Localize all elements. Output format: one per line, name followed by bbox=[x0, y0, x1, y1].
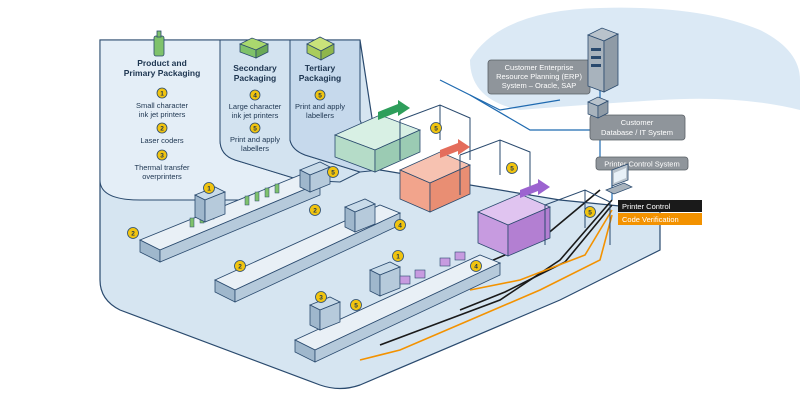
item-3-line-1: Thermal transfer bbox=[134, 163, 190, 172]
arrow-purple bbox=[520, 179, 550, 198]
zone-primary: Product and Primary Packaging 1 Small ch… bbox=[124, 58, 201, 181]
zone-secondary: Secondary Packaging 4 Large character in… bbox=[229, 63, 282, 153]
item-4-line-2: ink jet printers bbox=[232, 111, 279, 120]
equipment-badge-5 bbox=[350, 299, 362, 311]
equipment-badge-number: 3 bbox=[319, 295, 323, 302]
equipment-badge-4 bbox=[470, 260, 482, 272]
control-cable-2 bbox=[459, 204, 613, 311]
equipment-badge-5 bbox=[584, 206, 596, 218]
badge-5a bbox=[249, 122, 261, 134]
zone-secondary-title-1: Secondary bbox=[233, 63, 277, 73]
server-rack bbox=[587, 27, 619, 93]
item-5a-line-1: Print and apply bbox=[230, 135, 280, 144]
badge-4 bbox=[249, 89, 261, 101]
database-line-2: Database / IT System bbox=[601, 128, 673, 137]
server-unit bbox=[587, 96, 609, 119]
production-line-3 bbox=[293, 254, 502, 363]
equipment-badges: 1 2 5 2 4 1 2 5 5 5 4 3 5 bbox=[127, 122, 596, 311]
database-line-1: Customer bbox=[621, 118, 654, 127]
legend-code-verification bbox=[618, 213, 702, 225]
equipment-badge-number: 1 bbox=[396, 254, 400, 261]
erp-line-1: Customer Enterprise bbox=[505, 63, 574, 72]
zone-tertiary: Tertiary Packaging 5 Print and apply lab… bbox=[295, 63, 345, 120]
equipment-badge-number: 5 bbox=[434, 126, 438, 133]
equipment-badge-number: 5 bbox=[354, 303, 358, 310]
equipment-badge-number: 2 bbox=[313, 208, 317, 215]
equipment-badge-number: 4 bbox=[398, 223, 402, 230]
purple-cartons bbox=[399, 251, 466, 285]
badge-2-num: 2 bbox=[160, 126, 164, 133]
equipment-badge-number: 2 bbox=[238, 264, 242, 271]
printer-control-system: Printer Control System bbox=[595, 156, 689, 171]
badge-5a-num: 5 bbox=[253, 126, 257, 133]
item-3-line-2: overprinters bbox=[142, 172, 182, 181]
equipment-badge-number: 1 bbox=[207, 186, 211, 193]
equipment-badge-5 bbox=[327, 166, 339, 178]
pallet-purple bbox=[476, 193, 552, 257]
zone-tertiary-title-2: Packaging bbox=[299, 73, 342, 83]
pallet-icon bbox=[306, 36, 335, 61]
equipment-badge-3 bbox=[315, 291, 327, 303]
item-4-line-1: Large character bbox=[229, 102, 282, 111]
item-1-line-1: Small character bbox=[136, 101, 189, 110]
erp-line-3: System – Oracle, SAP bbox=[502, 81, 577, 90]
legend-printer-control-label: Printer Control bbox=[622, 202, 671, 211]
control-cable-1 bbox=[379, 199, 613, 346]
equipment-badge-number: 5 bbox=[510, 166, 514, 173]
erp-line-2: Resource Planning (ERP) bbox=[496, 72, 582, 81]
badge-5b-num: 5 bbox=[318, 93, 322, 100]
badge-5b bbox=[314, 89, 326, 101]
printer-control-system-label: Printer Control System bbox=[604, 160, 679, 169]
zone-primary-title-2: Primary Packaging bbox=[124, 68, 201, 78]
zone-tertiary-title-1: Tertiary bbox=[305, 63, 336, 73]
equipment-badge-number: 4 bbox=[474, 264, 478, 271]
database-system: Customer Database / IT System bbox=[589, 114, 686, 141]
equipment-badge-2 bbox=[309, 204, 321, 216]
item-5a-line-2: labellers bbox=[241, 144, 269, 153]
equipment-badge-number: 2 bbox=[131, 231, 135, 238]
legend-code-verification-label: Code Verification bbox=[622, 215, 679, 224]
bottle-icon bbox=[153, 30, 165, 57]
erp-system: Customer Enterprise Resource Planning (E… bbox=[487, 59, 591, 95]
verify-cable-2 bbox=[469, 209, 613, 291]
equipment-badge-1 bbox=[203, 182, 215, 194]
zone-secondary-title-2: Packaging bbox=[234, 73, 277, 83]
item-2-line-1: Laser coders bbox=[140, 136, 184, 145]
equipment-badge-2 bbox=[127, 227, 139, 239]
cables bbox=[359, 189, 613, 361]
legend-printer-control bbox=[618, 200, 702, 212]
badge-1-num: 1 bbox=[160, 91, 164, 98]
arrow-green bbox=[378, 100, 410, 120]
equipment-badge-2 bbox=[234, 260, 246, 272]
badge-3-num: 3 bbox=[160, 153, 164, 160]
item-1-line-2: ink jet printers bbox=[139, 110, 186, 119]
badge-2 bbox=[156, 122, 168, 134]
zone-primary-title-1: Product and bbox=[137, 58, 187, 68]
legend: Printer Control Code Verification bbox=[618, 200, 702, 225]
equipment-badge-number: 5 bbox=[588, 210, 592, 217]
item-5b-line-2: labellers bbox=[306, 111, 334, 120]
badge-3 bbox=[156, 149, 168, 161]
item-5b-line-1: Print and apply bbox=[295, 102, 345, 111]
equipment-badge-5 bbox=[506, 162, 518, 174]
equipment-badge-5 bbox=[430, 122, 442, 134]
badge-1 bbox=[156, 87, 168, 99]
network-cloud bbox=[470, 7, 800, 110]
arrow-red bbox=[440, 139, 470, 158]
case-icon bbox=[239, 37, 269, 59]
badge-4-num: 4 bbox=[253, 93, 257, 100]
pallet-bottles bbox=[333, 114, 422, 173]
equipment-badge-number: 5 bbox=[331, 170, 335, 177]
equipment-badge-1 bbox=[392, 250, 404, 262]
equipment-badge-4 bbox=[394, 219, 406, 231]
verify-cable-1 bbox=[359, 214, 613, 361]
computer-monitor-icon bbox=[605, 163, 633, 195]
